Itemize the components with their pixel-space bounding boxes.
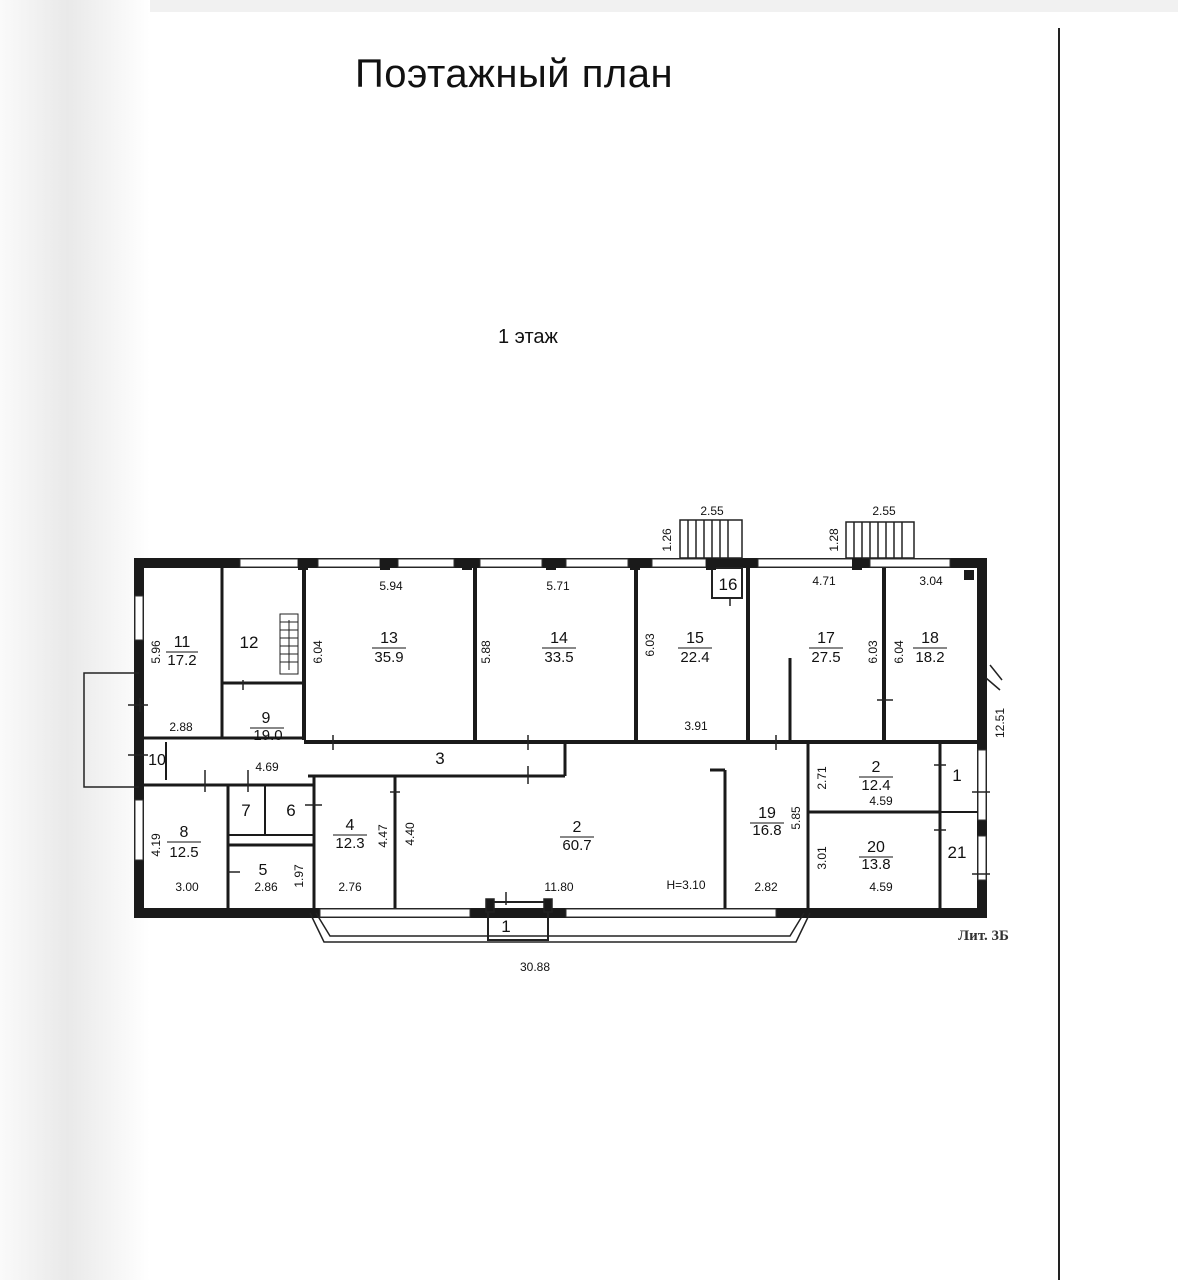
room-number-3: 3: [435, 749, 444, 768]
room-number-12: 12: [240, 633, 259, 652]
dim-steps-left-width: 2.55: [700, 504, 724, 518]
door-marks: [128, 598, 990, 905]
columns: [298, 558, 974, 580]
room-area-8: 12.5: [169, 844, 198, 861]
room-area-11: 17.2: [167, 652, 196, 669]
room-number-18: 18: [921, 630, 939, 647]
dim-overall-length: 30.88: [520, 960, 550, 974]
dim-room13-height: 6.04: [311, 640, 325, 664]
room-number-13: 13: [380, 630, 398, 647]
room-number-15: 15: [686, 630, 704, 647]
page-border-line: [1058, 28, 1060, 1280]
room-number-2-small: 2: [872, 759, 881, 776]
room-number-16: 16: [719, 575, 738, 594]
dim-steps-right-width: 2.55: [872, 504, 896, 518]
dim-room11-height: 5.96: [149, 640, 163, 664]
room-number-10: 10: [148, 752, 166, 769]
dim-overall-width: 12.51: [993, 708, 1007, 738]
interior-walls: [144, 568, 978, 908]
room-number-21: 21: [948, 843, 967, 862]
dim-room4-height: 4.47: [376, 824, 390, 848]
windows: [134, 558, 987, 918]
dim-room13-width: 5.94: [379, 579, 403, 593]
dim-room2-small-height: 2.71: [815, 766, 829, 790]
room-area-13: 35.9: [374, 649, 403, 666]
dim-room9-width: 4.69: [255, 760, 279, 774]
room-number-8: 8: [180, 824, 189, 841]
dim-room17-width: 4.71: [812, 574, 836, 588]
scan-binding-shadow: [0, 0, 150, 1280]
room-number-14: 14: [550, 630, 568, 647]
room-number-19: 19: [758, 805, 776, 822]
dim-room2-small-width: 4.59: [869, 794, 893, 808]
room-area-4: 12.3: [335, 835, 364, 852]
staircase: [279, 613, 299, 675]
dim-room5-height: 1.97: [292, 864, 306, 888]
dim-room19-width: 2.82: [754, 880, 778, 894]
liter-label: Лит. 3Б: [958, 928, 1009, 944]
room-area-15: 22.4: [680, 649, 709, 666]
room-number-4: 4: [346, 817, 355, 834]
dim-room15-height: 6.03: [643, 633, 657, 657]
dim-steps-right-depth: 1.28: [827, 528, 841, 552]
room-number-20: 20: [867, 839, 885, 856]
room-area-17: 27.5: [811, 649, 840, 666]
room-area-20: 13.8: [861, 856, 890, 873]
dim-room2-main-height: 4.40: [403, 822, 417, 846]
room-number-1-porch: 1: [501, 917, 510, 936]
dim-room18-width: 3.04: [919, 574, 943, 588]
dim-room15-width: 3.91: [684, 719, 708, 733]
dim-room14-width: 5.71: [546, 579, 570, 593]
vestibule-porch: [83, 672, 811, 943]
dim-room2-main-width: 11.80: [544, 880, 573, 894]
dim-room8-width: 3.00: [175, 880, 199, 894]
room-area-18: 18.2: [915, 649, 944, 666]
dim-room5-width: 2.86: [254, 880, 278, 894]
room-number-5: 5: [259, 862, 268, 879]
room-area-2-small: 12.4: [861, 777, 890, 794]
room-number-17: 17: [817, 630, 835, 647]
page-title: Поэтажный план: [355, 52, 674, 96]
room-area-14: 33.5: [544, 649, 573, 666]
dim-room20-width: 4.59: [869, 880, 893, 894]
room-number-1-right: 1: [952, 766, 961, 785]
room-area-9: 19.0: [253, 727, 282, 744]
dim-room4-width: 2.76: [338, 880, 362, 894]
outer-walls: [134, 558, 987, 918]
dim-room14-height: 5.88: [479, 640, 493, 664]
room-number-11: 11: [174, 634, 191, 651]
dim-room20-height: 3.01: [815, 846, 829, 870]
scan-top-band: [0, 0, 1178, 12]
room-number-7: 7: [241, 801, 250, 820]
room-number-6: 6: [286, 801, 295, 820]
room-area-2-main: 60.7: [562, 837, 591, 854]
dim-steps-left-depth: 1.26: [660, 528, 674, 552]
ceiling-height: H=3.10: [666, 878, 705, 892]
dim-room18-height: 6.04: [892, 640, 906, 664]
room-number-2-main: 2: [573, 819, 582, 836]
entrance-steps: [679, 519, 1003, 691]
room-number-9: 9: [262, 710, 271, 727]
dim-room8-height: 4.19: [149, 833, 163, 857]
floor-label: 1 этаж: [498, 326, 558, 348]
dim-room19-height: 5.85: [789, 806, 803, 830]
room-area-19: 16.8: [752, 822, 781, 839]
dim-room11-width: 2.88: [169, 720, 193, 734]
dim-room17-height: 6.03: [866, 640, 880, 664]
